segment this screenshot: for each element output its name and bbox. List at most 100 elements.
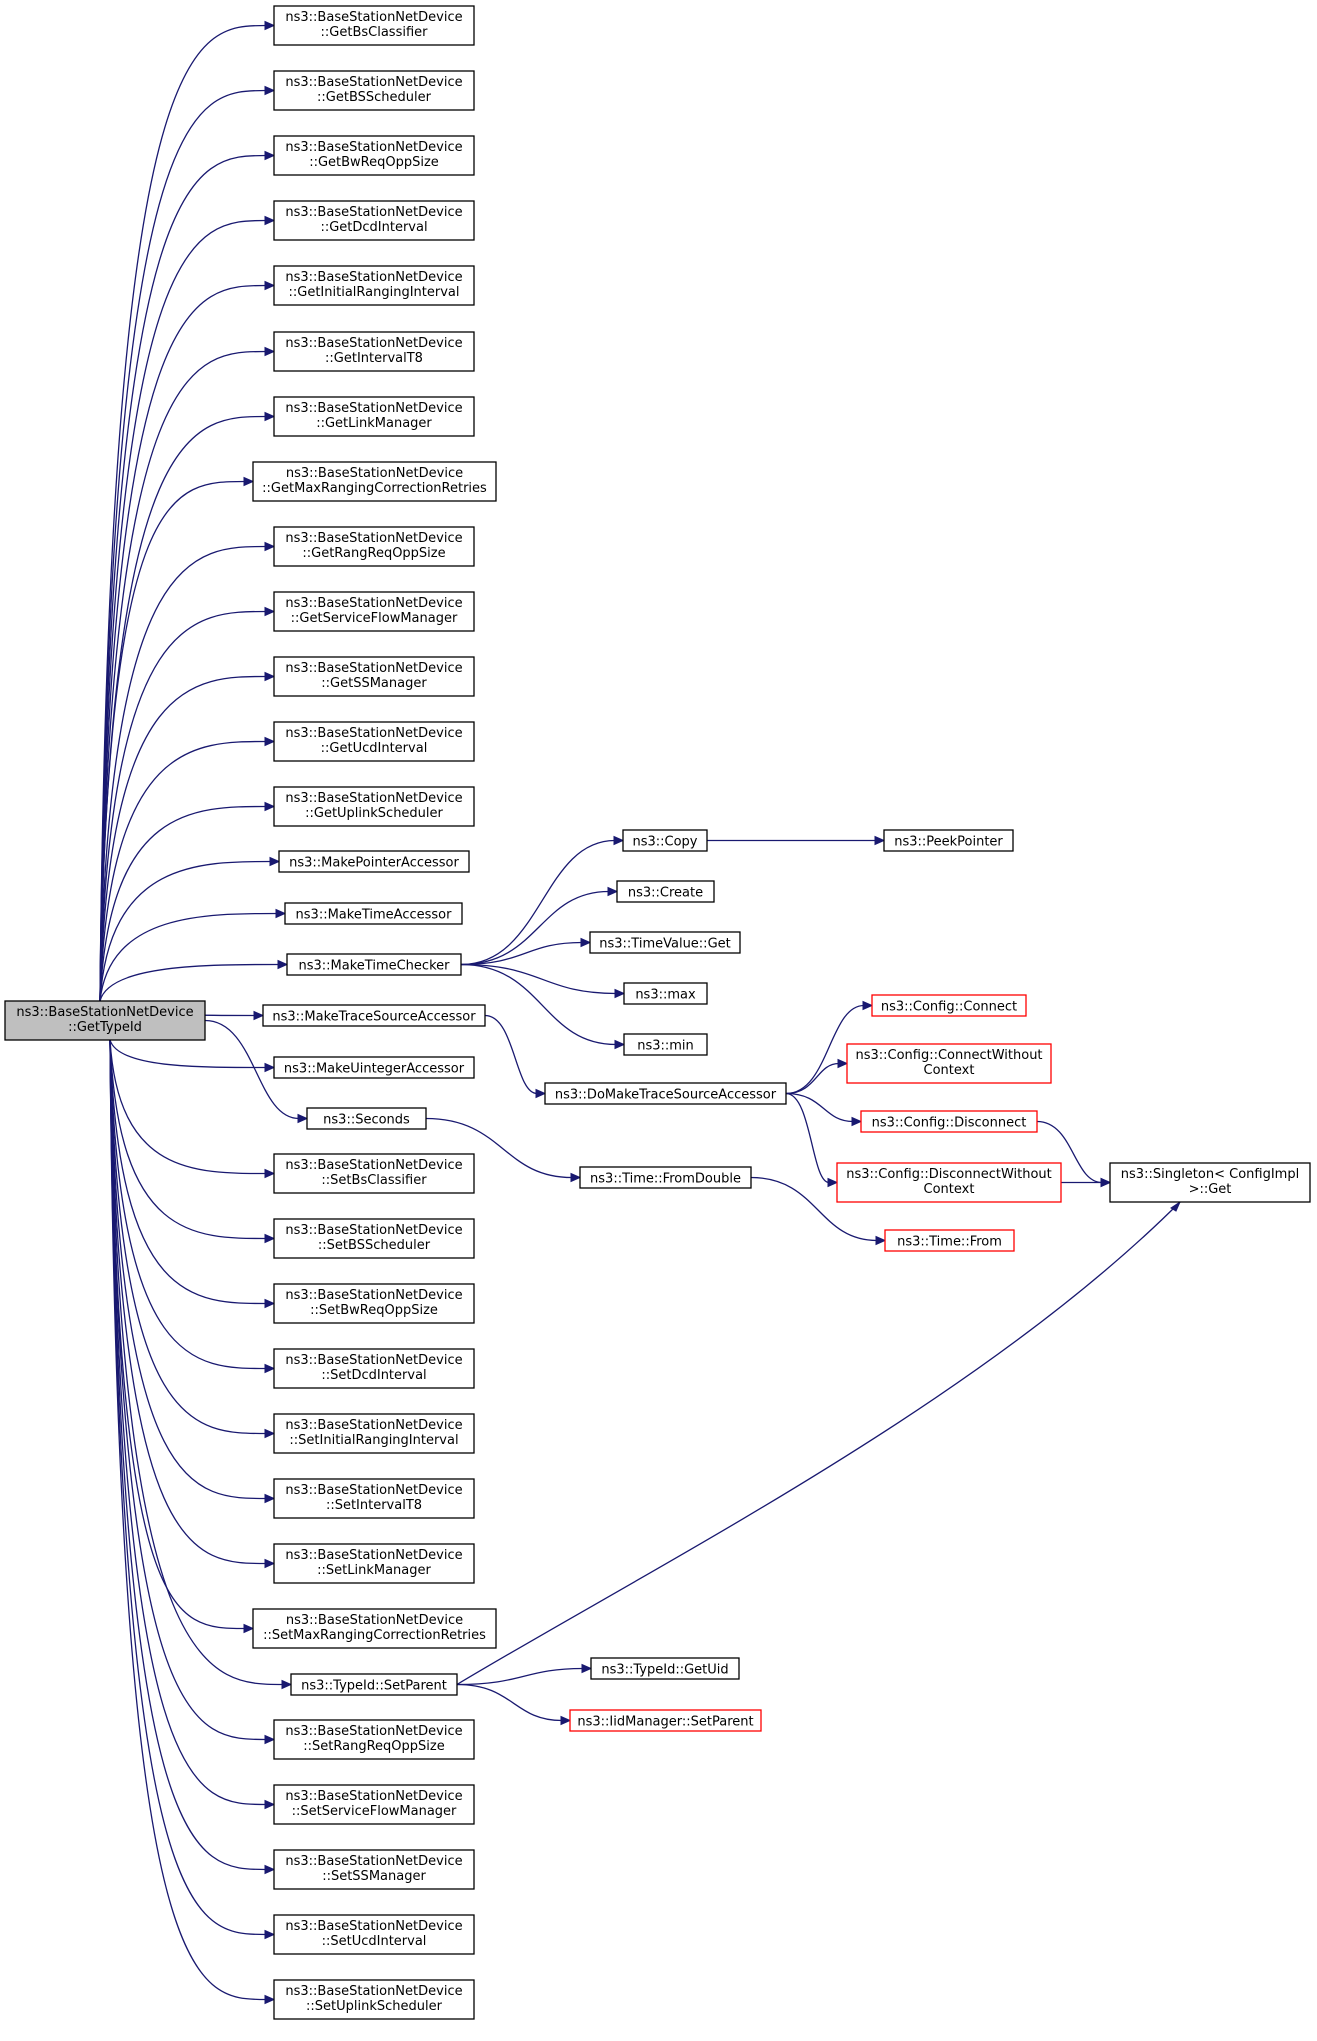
node-label-line: ns3::DoMakeTraceSourceAccessor: [555, 1088, 777, 1103]
node-seconds[interactable]: ns3::Seconds: [306, 1107, 427, 1130]
node-copy[interactable]: ns3::Copy: [622, 829, 708, 852]
node-getBwReqOppSize[interactable]: ns3::BaseStationNetDevice::GetBwReqOppSi…: [273, 135, 475, 176]
node-box: [273, 70, 475, 111]
node-makePointerAccessor[interactable]: ns3::MakePointerAccessor: [278, 850, 470, 873]
node-getMaxRangingCorrectionRetries[interactable]: ns3::BaseStationNetDevice::GetMaxRanging…: [252, 461, 497, 502]
node-makeTimeAccessor[interactable]: ns3::MakeTimeAccessor: [284, 902, 463, 925]
node-box: [273, 1784, 475, 1825]
node-label-line: ns3::BaseStationNetDevice: [286, 466, 463, 481]
node-box: [273, 1283, 475, 1324]
edge-arrowhead: [264, 1168, 276, 1179]
node-min[interactable]: ns3::min: [623, 1033, 708, 1056]
node-setInitialRangingInterval[interactable]: ns3::BaseStationNetDevice::SetInitialRan…: [273, 1413, 475, 1454]
node-setServiceFlowManager[interactable]: ns3::BaseStationNetDevice::SetServiceFlo…: [273, 1784, 475, 1825]
edge-line: [109, 1039, 267, 1871]
node-getBSScheduler[interactable]: ns3::BaseStationNetDevice::GetBSSchedule…: [273, 70, 475, 111]
node-label-line: ::SetDcdInterval: [321, 1368, 426, 1383]
node-label-line: ::SetSSManager: [322, 1869, 426, 1884]
node-getSSManager[interactable]: ns3::BaseStationNetDevice::GetSSManager: [273, 656, 475, 697]
node-makeUintegerAccessor[interactable]: ns3::MakeUintegerAccessor: [273, 1056, 475, 1079]
edge-line: [99, 610, 267, 1002]
node-label-line: ns3::BaseStationNetDevice: [285, 1483, 462, 1498]
node-setBsClassifier[interactable]: ns3::BaseStationNetDevice::SetBsClassifi…: [273, 1153, 475, 1194]
edge-arrowhead: [264, 1558, 276, 1569]
edge-line: [99, 89, 267, 1002]
node-typeIdGetUid[interactable]: ns3::TypeId::GetUid: [590, 1657, 740, 1680]
node-label-line: ns3::Time::From: [897, 1235, 1002, 1250]
node-setSSManager[interactable]: ns3::BaseStationNetDevice::SetSSManager: [273, 1849, 475, 1890]
edge-root-to-getBsClassifier: [99, 20, 276, 1002]
node-setBwReqOppSize[interactable]: ns3::BaseStationNetDevice::SetBwReqOppSi…: [273, 1283, 475, 1324]
node-box: [278, 850, 470, 873]
edge-line: [750, 1176, 878, 1242]
edge-root-to-setUcdInterval: [109, 1039, 276, 1940]
node-create[interactable]: ns3::Create: [616, 880, 715, 903]
node-box: [884, 1229, 1015, 1252]
edge-arrowhead: [253, 1010, 265, 1021]
node-label-line: ::SetServiceFlowManager: [292, 1804, 457, 1819]
node-box: [883, 829, 1014, 852]
node-label-line: ns3::BaseStationNetDevice: [285, 1724, 462, 1739]
edge-arrowhead: [264, 1493, 276, 1504]
node-getDcdInterval[interactable]: ns3::BaseStationNetDevice::GetDcdInterva…: [273, 200, 475, 241]
node-label-line: ns3::BaseStationNetDevice: [285, 596, 462, 611]
edge-arrowhead: [560, 1715, 572, 1726]
node-getUcdInterval[interactable]: ns3::BaseStationNetDevice::GetUcdInterva…: [273, 721, 475, 762]
node-timeFromDouble[interactable]: ns3::Time::FromDouble: [579, 1166, 752, 1189]
node-configDisconnect[interactable]: ns3::Config::Disconnect: [860, 1110, 1038, 1133]
node-getRangReqOppSize[interactable]: ns3::BaseStationNetDevice::GetRangReqOpp…: [273, 526, 475, 567]
edge-arrowhead: [264, 606, 276, 617]
node-root[interactable]: ns3::BaseStationNetDevice::GetTypeId: [4, 1000, 206, 1041]
edge-arrowhead: [297, 1113, 309, 1124]
node-setLinkManager[interactable]: ns3::BaseStationNetDevice::SetLinkManage…: [273, 1543, 475, 1584]
node-box: [590, 1657, 740, 1680]
node-getUplinkScheduler[interactable]: ns3::BaseStationNetDevice::GetUplinkSche…: [273, 786, 475, 827]
edge-line: [99, 219, 267, 1002]
node-setMaxRangingCorrectionRetries[interactable]: ns3::BaseStationNetDevice::SetMaxRanging…: [252, 1608, 497, 1649]
edge-arrowhead: [264, 215, 276, 226]
node-setUplinkScheduler[interactable]: ns3::BaseStationNetDevice::SetUplinkSche…: [273, 1979, 475, 2020]
node-peekPointer[interactable]: ns3::PeekPointer: [883, 829, 1014, 852]
node-iidManagerSetParent[interactable]: ns3::IidManager::SetParent: [569, 1709, 762, 1732]
node-max[interactable]: ns3::max: [623, 982, 708, 1005]
edge-arrowhead: [614, 1039, 626, 1050]
edge-line: [456, 1201, 1181, 1686]
node-doMakeTraceSourceAccessor[interactable]: ns3::DoMakeTraceSourceAccessor: [544, 1082, 787, 1105]
node-typeIdSetParent[interactable]: ns3::TypeId::SetParent: [290, 1673, 458, 1696]
node-label-line: ns3::BaseStationNetDevice: [285, 401, 462, 416]
node-label-line: ::SetMaxRangingCorrectionRetries: [263, 1628, 486, 1643]
edge-arrowhead: [535, 1088, 547, 1099]
node-timeFrom[interactable]: ns3::Time::From: [884, 1229, 1015, 1252]
edge-arrowhead: [264, 346, 276, 357]
node-setBSScheduler[interactable]: ns3::BaseStationNetDevice::SetBSSchedule…: [273, 1218, 475, 1259]
node-setDcdInterval[interactable]: ns3::BaseStationNetDevice::SetDcdInterva…: [273, 1348, 475, 1389]
edge-root-to-getServiceFlowManager: [99, 606, 276, 1002]
node-getLinkManager[interactable]: ns3::BaseStationNetDevice::GetLinkManage…: [273, 396, 475, 437]
node-makeTimeChecker[interactable]: ns3::MakeTimeChecker: [286, 953, 462, 976]
edge-line: [204, 1019, 300, 1120]
node-getBsClassifier[interactable]: ns3::BaseStationNetDevice::GetBsClassifi…: [273, 5, 475, 46]
edge-root-to-getSSManager: [99, 671, 276, 1002]
node-getIntervalT8[interactable]: ns3::BaseStationNetDevice::GetIntervalT8: [273, 331, 475, 372]
edge-line: [99, 480, 246, 1002]
node-label-line: ns3::PeekPointer: [894, 835, 1003, 850]
edge-line: [109, 1039, 267, 1240]
node-getInitialRangingInterval[interactable]: ns3::BaseStationNetDevice::GetInitialRan…: [273, 265, 475, 306]
node-setRangReqOppSize[interactable]: ns3::BaseStationNetDevice::SetRangReqOpp…: [273, 1719, 475, 1760]
node-configConnect[interactable]: ns3::Config::Connect: [871, 994, 1027, 1017]
node-label-line: ns3::BaseStationNetDevice: [285, 205, 462, 220]
edge-line: [109, 1039, 267, 1565]
edge-root-to-setDcdInterval: [109, 1039, 276, 1374]
node-getServiceFlowManager[interactable]: ns3::BaseStationNetDevice::GetServiceFlo…: [273, 591, 475, 632]
edge-line: [99, 675, 267, 1002]
node-singletonGet[interactable]: ns3::Singleton< ConfigImpl >::Get: [1109, 1162, 1311, 1203]
node-setIntervalT8[interactable]: ns3::BaseStationNetDevice::SetIntervalT8: [273, 1478, 475, 1519]
node-makeTraceSourceAccessor[interactable]: ns3::MakeTraceSourceAccessor: [262, 1004, 486, 1027]
node-setUcdInterval[interactable]: ns3::BaseStationNetDevice::SetUcdInterva…: [273, 1914, 475, 1955]
edge-line: [109, 1039, 267, 1305]
node-label-line: ns3::Singleton< ConfigImpl: [1121, 1167, 1299, 1182]
node-timeValueGet[interactable]: ns3::TimeValue::Get: [589, 931, 741, 954]
node-label-line: ns3::BaseStationNetDevice: [285, 1288, 462, 1303]
